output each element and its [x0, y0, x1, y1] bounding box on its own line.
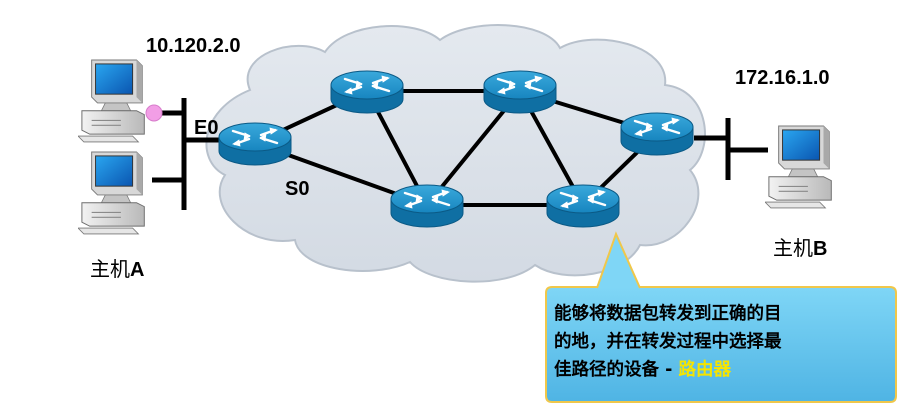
host-label-b-prefix: 主机 — [773, 236, 813, 260]
callout-line-2: 的地，并在转发过程中选择最 — [554, 332, 782, 352]
interface-dot — [145, 104, 163, 122]
callout-bubble — [545, 286, 897, 403]
network-label-right: 172.16.1.0 — [735, 67, 830, 89]
router-icon — [619, 111, 695, 157]
callout-line-1: 能够将数据包转发到正确的目 — [554, 304, 782, 324]
port-label-e0: E0 — [194, 117, 219, 139]
desktop-computer-icon — [78, 151, 145, 235]
host-label-a-prefix: 主机 — [90, 257, 130, 281]
desktop-computer-icon — [78, 59, 145, 143]
router-icon — [545, 183, 621, 229]
callout-text: 能够将数据包转发到正确的目 的地，并在转发过程中选择最 佳路径的设备 - 路由器 — [554, 300, 884, 384]
callout-line-3-prefix: 佳路径的设备 - — [554, 360, 679, 380]
host-label-b-letter: B — [813, 238, 828, 260]
router-icon — [389, 183, 465, 229]
callout-pointer-border — [596, 231, 641, 289]
router-icon — [329, 69, 405, 115]
host-label-b: 主机B — [773, 232, 827, 261]
callout-highlight: 路由器 — [678, 360, 731, 380]
desktop-computer-icon — [765, 125, 832, 209]
router-icon — [217, 121, 293, 167]
router-icon — [482, 69, 558, 115]
host-label-a: 主机A — [90, 253, 144, 282]
callout-line-3: 佳路径的设备 - 路由器 — [554, 356, 884, 384]
host-label-a-letter: A — [130, 259, 145, 281]
port-label-s0: S0 — [285, 178, 310, 200]
network-label-left: 10.120.2.0 — [146, 35, 241, 57]
callout-pointer — [597, 234, 640, 288]
